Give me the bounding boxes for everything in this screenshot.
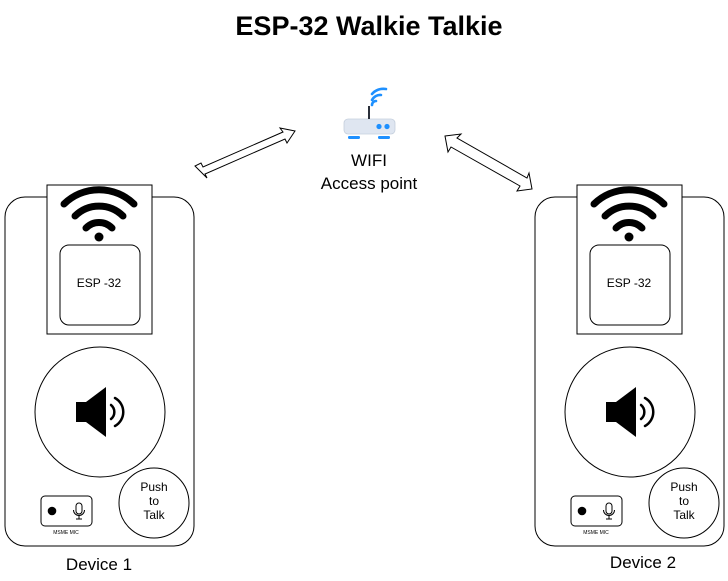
access-point-label-line1: WIFI [351, 151, 387, 170]
right-double-arrow [444, 133, 533, 192]
ptt-line1: Push [140, 480, 167, 494]
esp32-chip [59, 244, 141, 326]
ptt-line1: Push [670, 480, 697, 494]
wifi-router-icon [343, 87, 396, 139]
esp32-label: ESP -32 [77, 276, 122, 290]
mic-led [47, 506, 57, 516]
push-to-talk-button[interactable]: Push to Talk [118, 467, 190, 539]
ptt-line2: to [679, 494, 689, 508]
left-double-arrow [194, 127, 296, 179]
mic-led [577, 506, 587, 516]
access-point-label-line2: Access point [321, 174, 418, 193]
push-to-talk-button[interactable]: Push to Talk [648, 467, 720, 539]
esp32-chip [589, 244, 671, 326]
device-1: ESP -32 MSME MIC Push to Talk Device 1 [4, 184, 195, 574]
device-2: ESP -32 MSME MIC Push to Talk Device 2 [534, 184, 725, 572]
ptt-line3: Talk [673, 508, 695, 522]
esp32-label: ESP -32 [607, 276, 652, 290]
diagram-title: ESP-32 Walkie Talkie [235, 11, 502, 41]
ptt-line2: to [149, 494, 159, 508]
device-label: Device 1 [66, 555, 132, 574]
mic-label: MSME MIC [583, 530, 609, 536]
signal-waves-icon [370, 87, 388, 107]
mic-label: MSME MIC [53, 530, 79, 536]
device-label: Device 2 [610, 553, 676, 572]
ptt-line3: Talk [143, 508, 165, 522]
